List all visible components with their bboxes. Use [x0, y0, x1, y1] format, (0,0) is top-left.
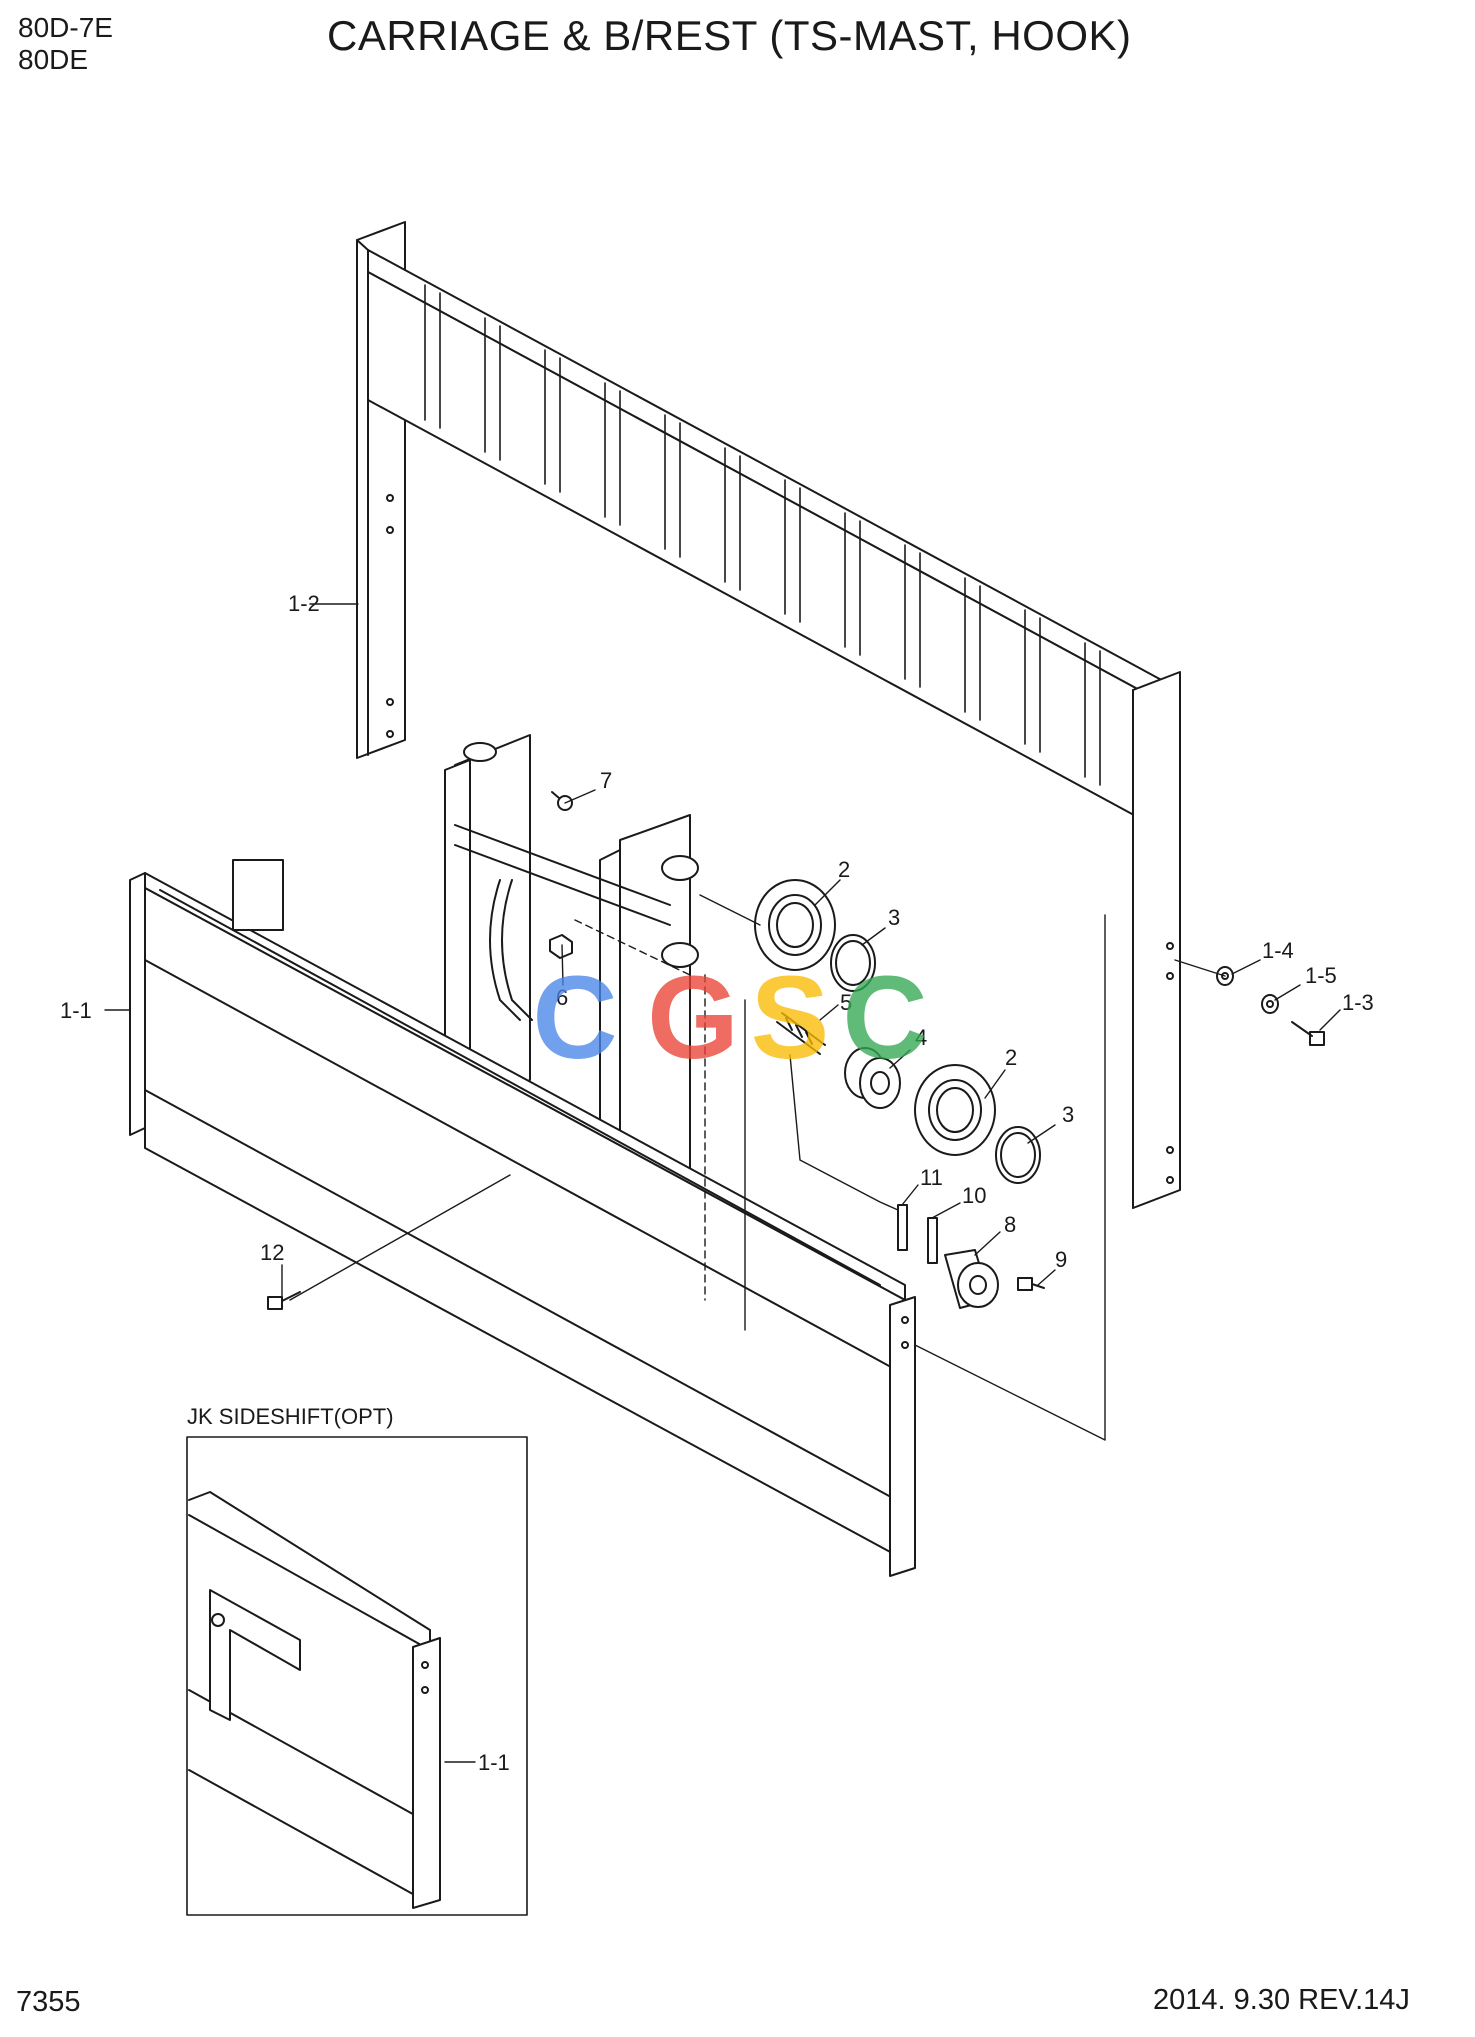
- callout-2-lower: 2: [1005, 1045, 1017, 1070]
- snap-ring-lower: [995, 1126, 1041, 1184]
- revision-date: 2014. 9.30 REV.14J: [1153, 1984, 1410, 2016]
- watermark-letter-s: S: [751, 952, 830, 1084]
- snap-ring-upper: [830, 934, 876, 992]
- callout-10: 10: [962, 1183, 986, 1208]
- callout-8: 8: [1004, 1212, 1016, 1237]
- carriage-center-frame: [444, 734, 699, 1326]
- callout-3-lower: 3: [1062, 1102, 1074, 1127]
- callout-1-2: 1-2: [288, 591, 320, 616]
- callout-6: 6: [556, 985, 568, 1010]
- model-code-secondary: 80DE: [18, 44, 89, 75]
- roller-stud: [776, 1012, 826, 1055]
- watermark-letter-c2: C: [842, 952, 927, 1084]
- load-backrest-part: [356, 221, 1181, 1209]
- callout-1-1: 1-1: [60, 998, 92, 1023]
- callout-4: 4: [915, 1025, 927, 1050]
- model-code-primary: 80D-7E: [18, 12, 113, 43]
- callout-11: 11: [920, 1165, 943, 1190]
- page-number: 7355: [16, 1986, 81, 2018]
- side-roller-assy: [944, 1249, 999, 1309]
- watermark-logo: C G S C: [532, 952, 927, 1084]
- callout-7: 7: [600, 768, 612, 793]
- shim-plate-11: [897, 1204, 908, 1251]
- inset-callout-1-1: 1-1: [478, 1750, 510, 1775]
- nut-6: [549, 934, 573, 959]
- page-title: CARRIAGE & B/REST (TS-MAST, HOOK): [327, 12, 1132, 59]
- callout-3-upper: 3: [888, 905, 900, 930]
- carriage-body-part: [129, 859, 916, 1577]
- callout-1-4: 1-4: [1262, 938, 1294, 963]
- callout-5: 5: [840, 990, 852, 1015]
- hex-bolt-1-3: [1291, 1021, 1325, 1046]
- assembly-lines: [104, 603, 1341, 1441]
- load-roller-bearing-upper: [754, 879, 836, 971]
- callout-1-3: 1-3: [1342, 990, 1374, 1015]
- hex-bolt-9: [1017, 1277, 1045, 1291]
- load-roller-bearing-lower: [914, 1064, 996, 1156]
- callout-9: 9: [1055, 1247, 1067, 1272]
- spacer-collar: [844, 1047, 901, 1109]
- lock-washer-1-5: [1261, 994, 1279, 1014]
- callout-labels: 1-2 1-1 1-3 1-4 1-5 2 2 3 3 4 5 6 7 8 9 …: [60, 591, 1374, 1775]
- shim-plate-10: [927, 1217, 938, 1264]
- watermark-letter-c1: C: [532, 952, 617, 1084]
- callout-2-upper: 2: [838, 857, 850, 882]
- socket-bolt-12: [267, 1291, 301, 1310]
- callout-1-5: 1-5: [1305, 963, 1337, 988]
- callout-12: 12: [260, 1240, 284, 1265]
- watermark-letter-g: G: [647, 952, 739, 1084]
- sideshift-inset: [186, 1436, 528, 1916]
- inset-label: JK SIDESHIFT(OPT): [187, 1404, 394, 1429]
